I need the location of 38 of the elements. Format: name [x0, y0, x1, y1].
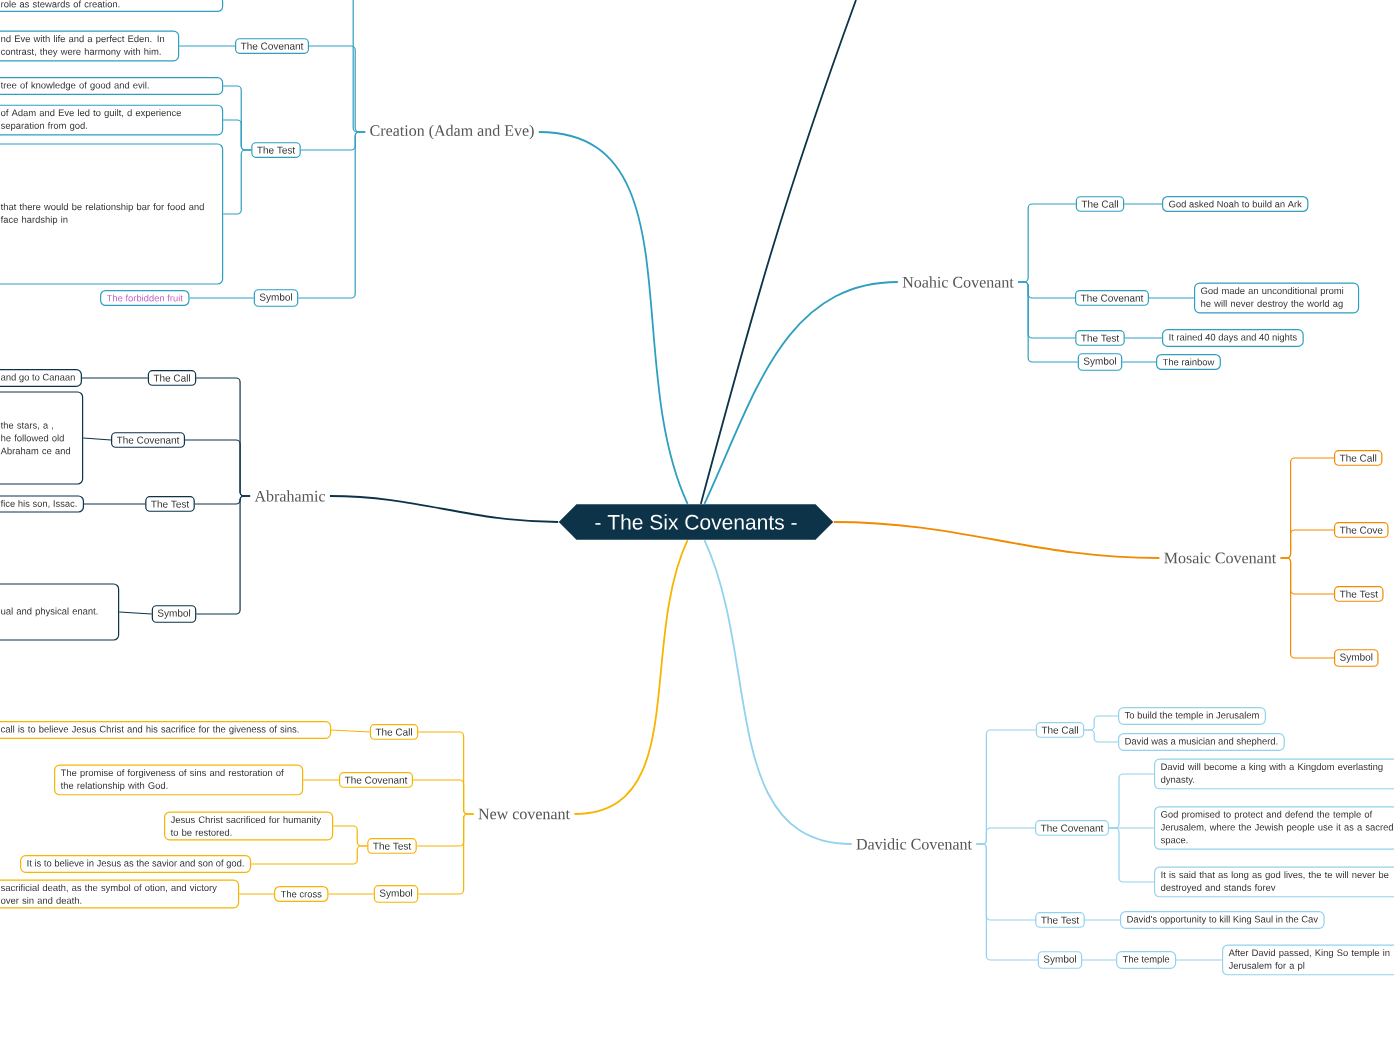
connector [81, 377, 149, 379]
connector [573, 539, 689, 815]
connector [1148, 297, 1195, 299]
connector [330, 729, 371, 733]
connector [703, 539, 853, 845]
connector [327, 893, 375, 895]
connector [703, 281, 899, 505]
connector [1124, 337, 1163, 339]
connector [83, 503, 146, 505]
connector [1123, 203, 1163, 205]
connector [82, 437, 112, 441]
connector [352, 0, 366, 133]
topic-label: Davidic Covenant [852, 834, 976, 854]
connector [417, 813, 475, 895]
connector [699, 0, 857, 505]
connector [537, 131, 689, 505]
connector [1121, 361, 1157, 363]
topic-label: Creation (Adam and Eve) [365, 120, 539, 144]
connector [329, 495, 560, 523]
connector [188, 297, 255, 299]
connector [178, 45, 236, 47]
connector [975, 843, 1039, 961]
connector [832, 521, 1161, 559]
connector [1280, 557, 1335, 659]
connector [195, 495, 251, 615]
connector [238, 893, 275, 895]
connector [1084, 919, 1121, 921]
connector [250, 845, 368, 865]
topic-label: Noahic Covenant [898, 272, 1018, 292]
connector [1081, 959, 1117, 961]
connector [1175, 959, 1223, 961]
connector [1017, 281, 1079, 363]
connector [1108, 827, 1155, 883]
connector [302, 779, 340, 781]
central-topic: - The Six Covenants - [558, 504, 834, 540]
topic-label: Abrahamic [250, 486, 330, 506]
connector [1083, 729, 1119, 743]
connector [118, 611, 153, 615]
